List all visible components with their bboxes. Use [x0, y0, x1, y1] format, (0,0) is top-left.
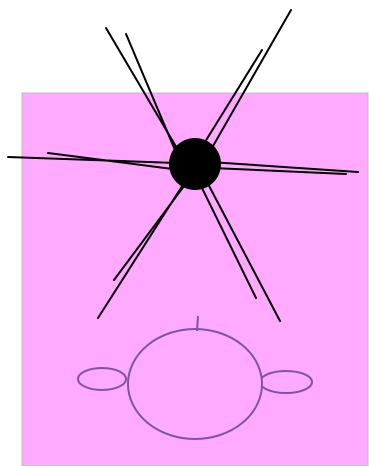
bulb-left-lobe — [78, 368, 126, 390]
starburst-core — [169, 138, 221, 190]
bulb-body — [128, 329, 262, 439]
bulb-stem — [197, 316, 198, 331]
bulb-right-lobe — [260, 371, 312, 393]
